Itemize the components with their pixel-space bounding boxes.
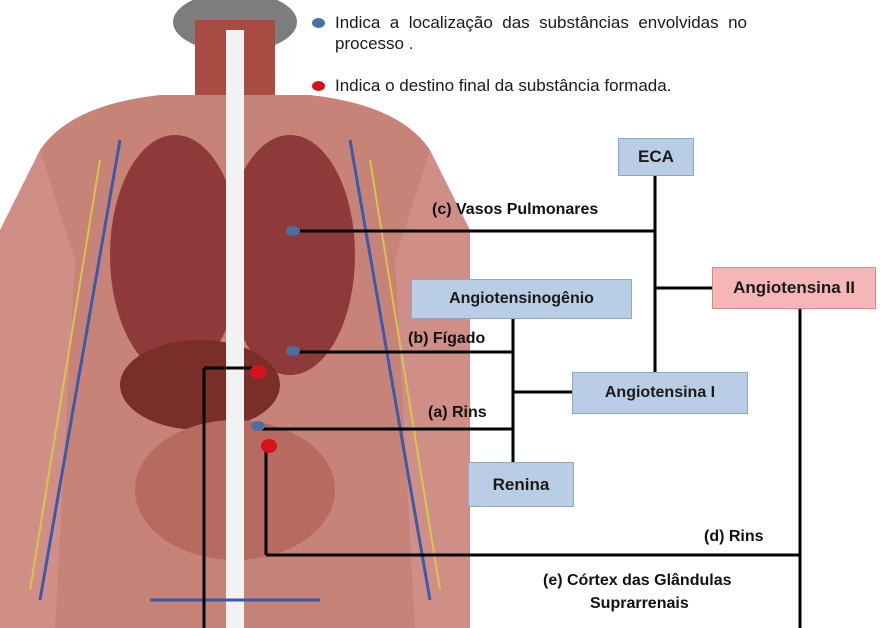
legend-blue-dot <box>312 18 325 28</box>
label-figado: (b) Fígado <box>408 330 485 348</box>
legend-red-dot <box>312 81 325 91</box>
label-vasos-pulmonares: (c) Vasos Pulmonares <box>432 201 598 219</box>
red-marker <box>261 439 277 453</box>
blue-marker <box>286 226 300 236</box>
blue-marker <box>251 421 265 431</box>
legend-red-text: Indica o destino final da substância for… <box>335 75 765 96</box>
label-cortex-line2: Suprarrenais <box>590 595 689 613</box>
blue-marker <box>286 346 300 356</box>
node-eca: ECA <box>618 138 694 176</box>
label-rins-a: (a) Rins <box>428 404 487 422</box>
legend-blue-text: Indica a localização das substâncias env… <box>335 12 747 54</box>
node-angiotensinogenio: Angiotensinogênio <box>411 279 632 319</box>
label-cortex-line1: (e) Córtex das Glândulas <box>543 572 732 590</box>
node-angiotensina-i: Angiotensina I <box>572 372 748 414</box>
node-renina: Renina <box>468 462 574 507</box>
node-angiotensina-ii: Angiotensina II <box>712 267 876 309</box>
label-rins-d: (d) Rins <box>704 528 764 546</box>
red-marker <box>250 365 266 379</box>
